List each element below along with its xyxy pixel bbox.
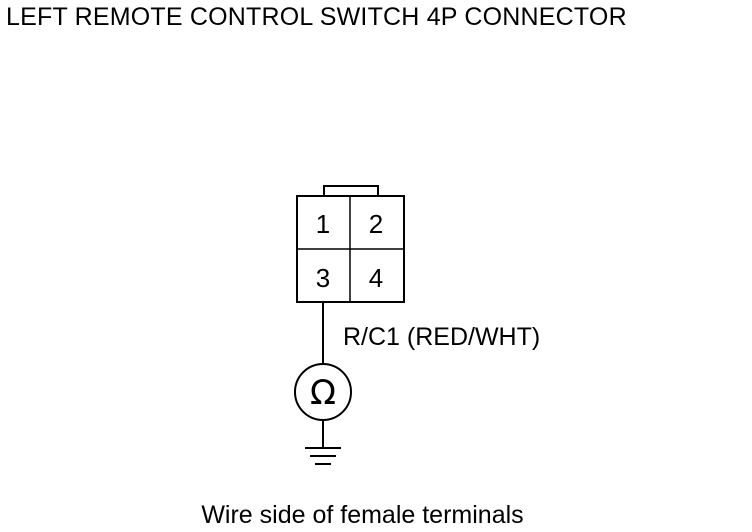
- pin-3-label: 3: [316, 263, 330, 293]
- wire-label: R/C1 (RED/WHT): [343, 323, 540, 351]
- pin-4-label: 4: [369, 263, 383, 293]
- pin-1-label: 1: [316, 209, 330, 239]
- connector-lock-tab: [323, 185, 379, 196]
- ground-icon: [305, 447, 341, 465]
- ohm-symbol: Ω: [310, 373, 336, 413]
- diagram-title: LEFT REMOTE CONTROL SWITCH 4P CONNECTOR: [6, 3, 627, 31]
- diagram-caption: Wire side of female terminals: [201, 501, 524, 529]
- pin-2-label: 2: [369, 209, 383, 239]
